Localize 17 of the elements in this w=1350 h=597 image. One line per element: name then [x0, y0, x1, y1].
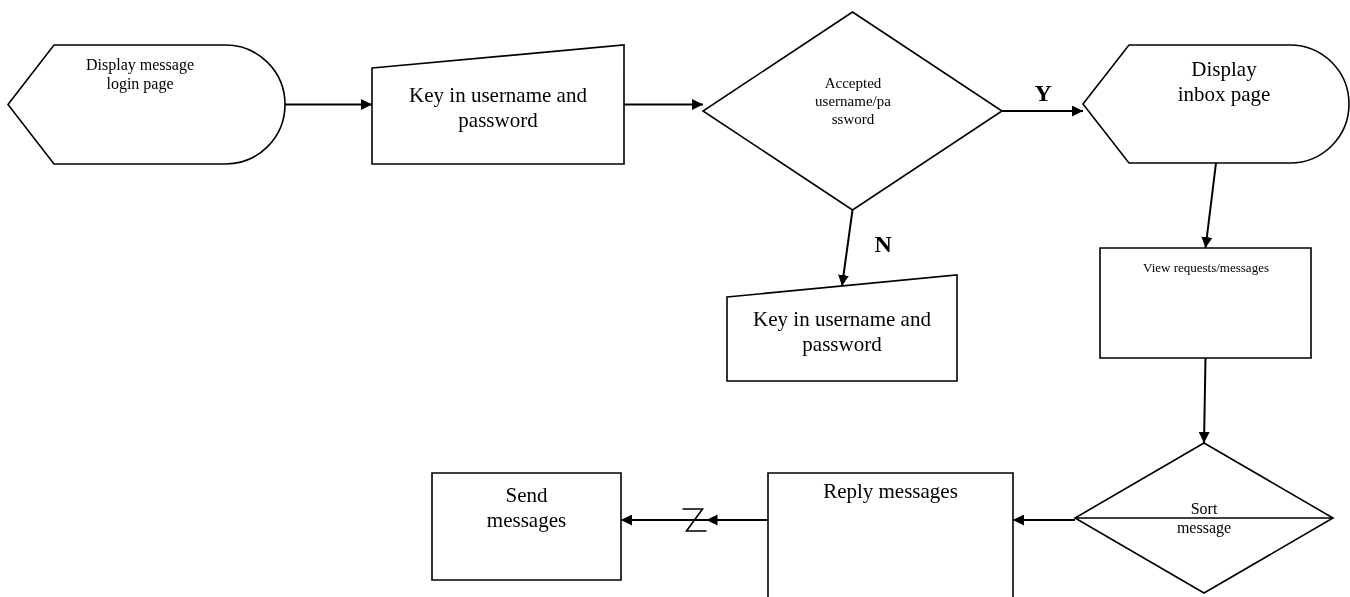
arrow [1012, 514, 1076, 526]
arrow [620, 514, 769, 526]
arrow [1198, 357, 1210, 444]
arrow [623, 99, 704, 110]
node-text: Display message login page [85, 55, 195, 94]
node-text: Reply messages [822, 479, 959, 505]
arrow [284, 99, 373, 110]
node-text: Key in username and password [408, 83, 588, 134]
arrow [838, 209, 854, 287]
node-text: Send messages [485, 483, 568, 534]
node-text: Display inbox page [1176, 57, 1272, 108]
node-text: Sort message [1175, 499, 1233, 538]
node-text: Key in username and password [752, 307, 932, 358]
arrow [1001, 105, 1084, 117]
node-text: View requests/messages [1142, 260, 1270, 276]
node-text: Accepted username/pa ssword [814, 74, 892, 128]
arrow [1201, 162, 1217, 249]
